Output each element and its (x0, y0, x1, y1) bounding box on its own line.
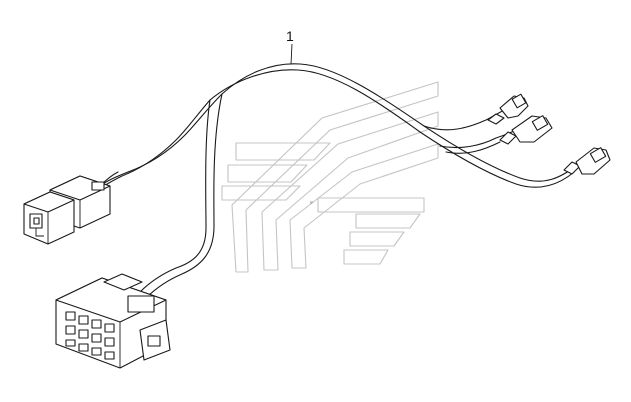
spade-terminal-2 (499, 115, 553, 145)
harness-wires (97, 63, 577, 299)
svg-text:e: e (310, 200, 313, 206)
callout-leader-line (290, 43, 293, 65)
callout-label-1: 1 (286, 28, 294, 44)
spade-terminal-3 (563, 147, 611, 175)
spade-terminal-1 (487, 93, 529, 125)
multi-pin-connector (55, 273, 171, 369)
relay-connector (23, 175, 111, 245)
watermark-logo: e (221, 81, 439, 273)
